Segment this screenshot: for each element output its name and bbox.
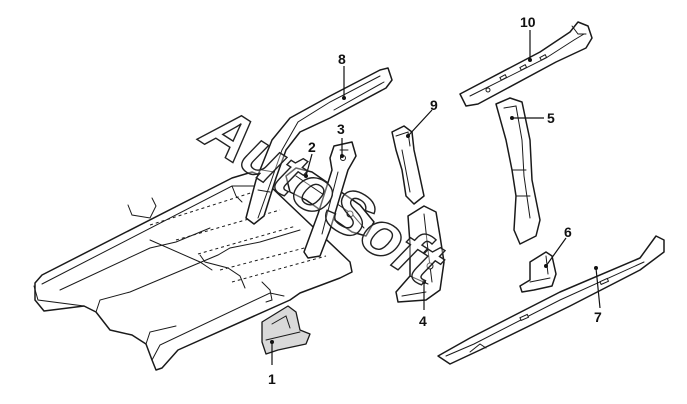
- part-9-pillar-bracket: [391, 125, 425, 205]
- callout-6: 6: [564, 224, 572, 240]
- part-7-side-sill: [437, 235, 665, 365]
- callout-1: 1: [268, 371, 276, 387]
- callout-10: 10: [520, 14, 536, 30]
- part-6-bracket: [519, 251, 557, 293]
- callout-8: 8: [338, 51, 346, 67]
- callout-2: 2: [308, 139, 316, 155]
- leader-lines: [270, 30, 601, 365]
- part-1-floor-bracket: [261, 305, 311, 355]
- callout-3: 3: [337, 121, 345, 137]
- part-5-center-pillar: [495, 97, 541, 245]
- part-10-roof-side-rail: [459, 21, 593, 107]
- callout-5: 5: [547, 110, 555, 126]
- callout-4: 4: [419, 313, 427, 329]
- part-3-tunnel-reinforcement: [303, 141, 357, 259]
- callout-labels: 1 2 3 4 5 6 7 8 9 10: [268, 14, 602, 387]
- callout-9: 9: [430, 97, 438, 113]
- callout-7: 7: [594, 309, 602, 325]
- part-8-front-pillar: [245, 67, 393, 225]
